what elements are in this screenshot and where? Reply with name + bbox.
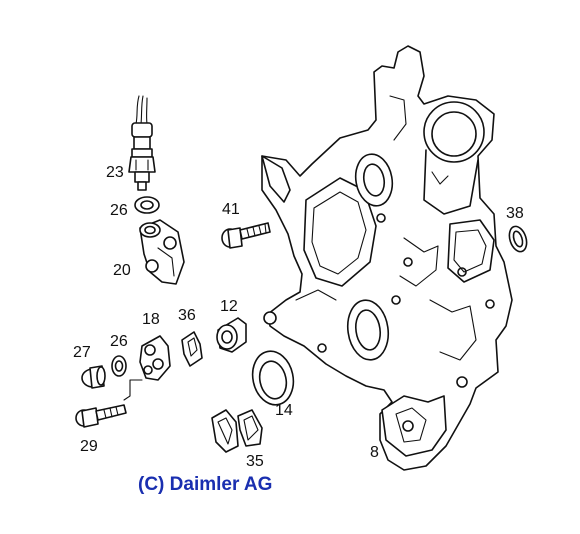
part-26-washer-lower — [111, 355, 127, 377]
part-23-sensor — [128, 95, 156, 191]
part-35-gaskets — [211, 409, 263, 453]
part-29-bolt — [75, 404, 127, 428]
callout-27: 27 — [73, 344, 91, 361]
part-38-ring — [508, 225, 528, 253]
part-26-washer-upper — [134, 196, 160, 214]
part-14-seal — [251, 350, 295, 406]
part-18-bracket — [139, 335, 171, 381]
copyright-notice: (C) Daimler AG — [138, 474, 273, 495]
callout-26-lower: 26 — [110, 333, 128, 350]
leader-bracket — [123, 379, 143, 401]
callout-29: 29 — [80, 438, 98, 455]
part-20-adapter — [139, 219, 185, 285]
part-36-gasket — [181, 331, 203, 367]
callout-41: 41 — [222, 201, 240, 218]
callout-20: 20 — [113, 262, 131, 279]
part-41-bolt — [221, 222, 271, 249]
callout-12: 12 — [220, 298, 238, 315]
callout-23: 23 — [106, 164, 124, 181]
callout-38: 38 — [506, 205, 524, 222]
callout-36: 36 — [178, 307, 196, 324]
part-27-plug — [81, 365, 106, 389]
part-8-timing-cover — [261, 45, 513, 471]
callout-14: 14 — [275, 402, 293, 419]
callout-26-upper: 26 — [110, 202, 128, 219]
callout-35: 35 — [246, 453, 264, 470]
callout-8: 8 — [370, 444, 379, 461]
callout-18: 18 — [142, 311, 160, 328]
part-12-bushing — [216, 317, 247, 353]
